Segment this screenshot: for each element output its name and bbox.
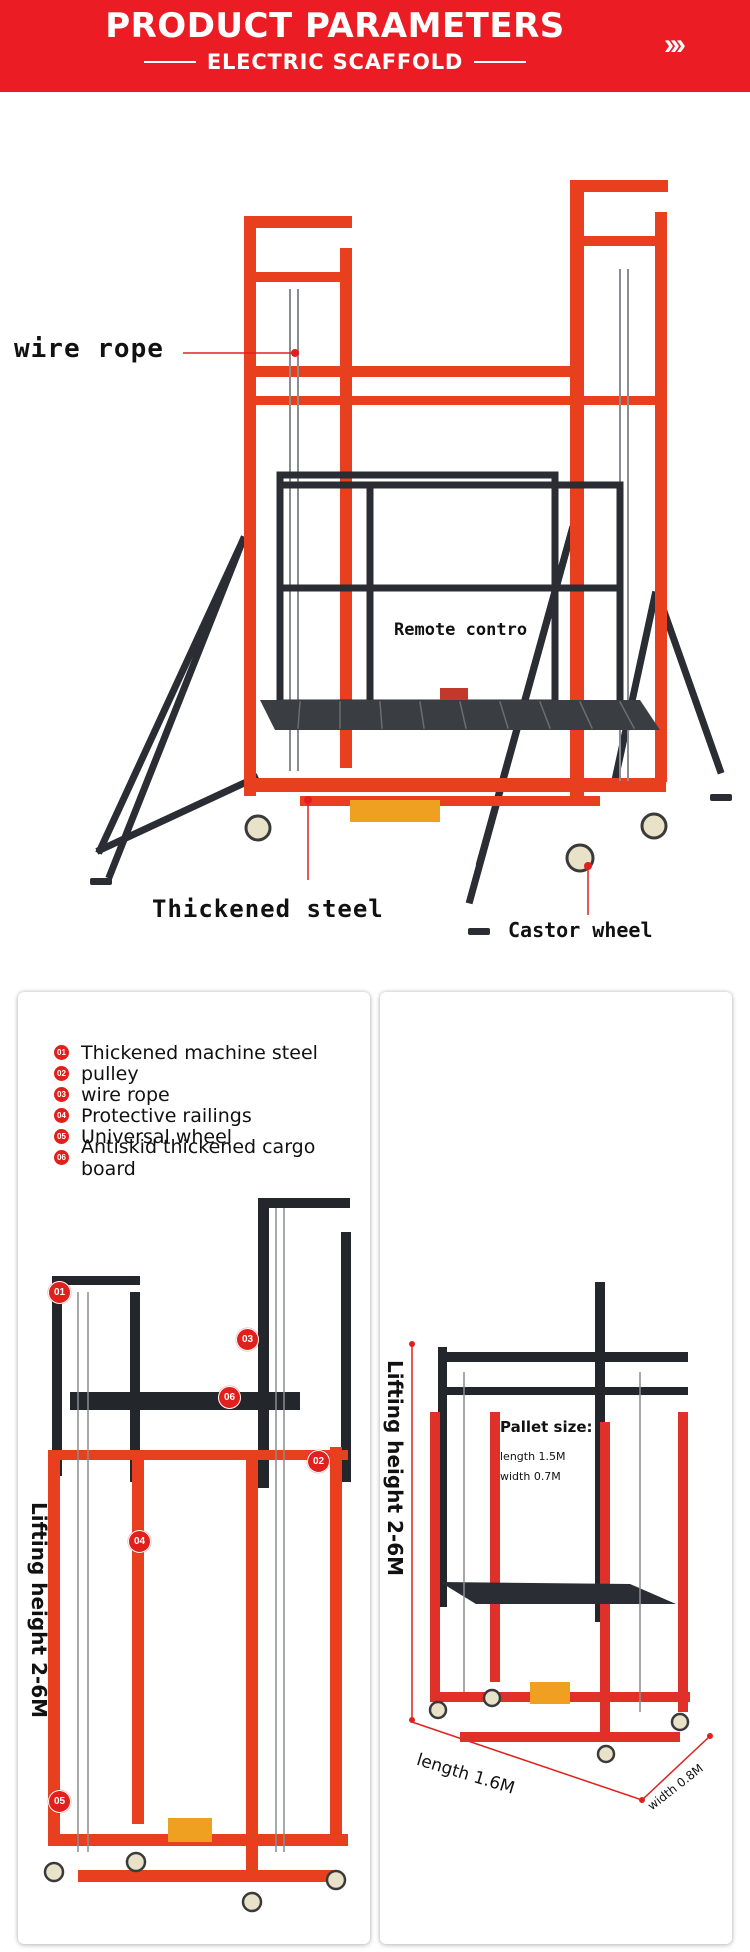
lifting-height-label: Lifting height 2-6M xyxy=(383,1360,407,1577)
number-badge-icon: 06 xyxy=(54,1150,69,1165)
list-item: 03 wire rope xyxy=(54,1083,370,1106)
page-subtitle: ELECTRIC SCAFFOLD xyxy=(206,50,464,74)
upper-frames xyxy=(52,1198,351,1488)
banner-divider-right xyxy=(474,61,526,63)
header-banner: PRODUCT PARAMETERS ELECTRIC SCAFFOLD ››› xyxy=(0,0,750,92)
list-item: 01 Thickened machine steel xyxy=(54,1041,370,1064)
number-badge-icon: 02 xyxy=(54,1066,69,1081)
callout-thickened-steel: Thickened steel xyxy=(152,895,384,923)
lifting-height-label: Lifting height 2-6M xyxy=(27,1502,51,1719)
platform-deck xyxy=(260,700,660,730)
feature-label: Universal wheel xyxy=(81,1125,233,1148)
feature-label: pulley xyxy=(81,1062,139,1085)
feature-list: 01 Thickened machine steel 02 pulley 03 … xyxy=(54,1041,370,1180)
callout-dot-icon xyxy=(584,862,592,870)
castor-wheels xyxy=(244,812,668,873)
base-motor xyxy=(350,800,440,822)
length-dimension-line xyxy=(411,1721,643,1801)
wheels xyxy=(428,1688,690,1764)
marker-01-icon: 01 xyxy=(48,1281,71,1304)
outrigger-feet xyxy=(90,794,732,935)
list-item: 05 Universal wheel xyxy=(54,1125,370,1148)
callout-dot-icon xyxy=(304,796,312,804)
dimension-end-dots xyxy=(409,1341,713,1803)
scaffold-frame xyxy=(90,180,732,935)
feature-label: wire rope xyxy=(81,1083,170,1106)
number-badge-icon: 03 xyxy=(54,1087,69,1102)
marker-03-icon: 03 xyxy=(236,1328,259,1351)
scaffold-dimensions-illustration xyxy=(409,1282,713,1803)
features-panel: 01 Thickened machine steel 02 pulley 03 … xyxy=(18,992,370,1944)
pallet-size-title: Pallet size: xyxy=(500,1418,593,1436)
base-motor xyxy=(168,1818,212,1842)
callout-remote-control: Remote contro xyxy=(394,620,528,640)
cross-rails xyxy=(244,366,666,806)
left-frame xyxy=(244,216,352,796)
callout-wire-rope: wire rope xyxy=(14,334,164,364)
number-badge-icon: 04 xyxy=(54,1108,69,1123)
platform-cage xyxy=(276,471,624,707)
list-item: 06 Antiskid thickened cargo board xyxy=(54,1136,370,1180)
universal-wheels xyxy=(43,1851,347,1913)
pallet-length: length 1.5M xyxy=(500,1450,566,1463)
number-badge-icon: 01 xyxy=(54,1045,69,1060)
marker-05-icon: 05 xyxy=(48,1790,71,1813)
feature-label: Thickened machine steel xyxy=(81,1041,318,1064)
scaffold-features-illustration xyxy=(43,1198,351,1913)
lower-frame xyxy=(48,1447,348,1882)
callout-dot-icon xyxy=(291,349,299,357)
scaffold-hero-illustration xyxy=(90,180,732,935)
cables xyxy=(463,1372,641,1712)
feature-label: Antiskid thickened cargo board xyxy=(81,1135,316,1180)
feature-label: Protective railings xyxy=(81,1104,252,1127)
number-badge-icon: 05 xyxy=(54,1129,69,1144)
pallet-width: width 0.7M xyxy=(500,1470,561,1483)
callout-castor-wheel: Castor wheel xyxy=(508,918,653,942)
dimensions-panel: Lifting height 2-6M Pallet size: length … xyxy=(380,992,732,1944)
chevrons-right-icon[interactable]: ››› xyxy=(664,28,686,61)
list-item: 04 Protective railings xyxy=(54,1104,370,1127)
width-dimension-line xyxy=(641,1735,711,1801)
list-item: 02 pulley xyxy=(54,1062,370,1085)
marker-02-icon: 02 xyxy=(307,1450,330,1473)
marker-06-icon: 06 xyxy=(218,1386,241,1409)
base-motor xyxy=(530,1682,570,1704)
cables xyxy=(77,1208,285,1852)
pallet-deck xyxy=(440,1582,676,1604)
remote-control-box xyxy=(440,688,468,700)
marker-04-icon: 04 xyxy=(128,1530,151,1553)
right-frame xyxy=(570,180,668,802)
banner-divider-left xyxy=(144,61,196,63)
page-title: PRODUCT PARAMETERS xyxy=(105,6,565,46)
